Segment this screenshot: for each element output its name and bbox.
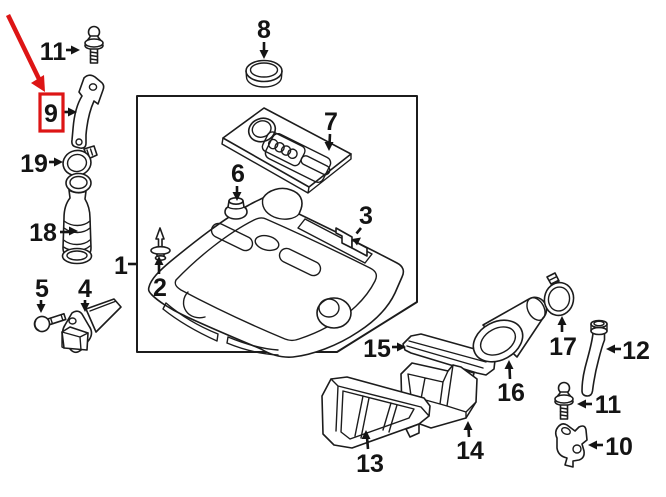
callout-17-arrow <box>557 316 567 332</box>
callout-18-arrow <box>60 226 78 236</box>
audi-rings-icon <box>267 138 298 160</box>
part-11-ball-stud-top <box>84 25 104 64</box>
part-7-trim-plate <box>221 107 352 194</box>
callout-3[interactable]: 3 <box>352 202 373 246</box>
callout-4-label[interactable]: 4 <box>78 275 92 303</box>
part-6-grommet <box>224 197 248 220</box>
callout-10[interactable]: 10 <box>588 433 633 461</box>
callout-15-label[interactable]: 15 <box>363 335 391 363</box>
callout-12-arrow <box>606 344 621 354</box>
callout-3-label[interactable]: 3 <box>359 202 373 230</box>
part-5-bolt <box>33 312 67 333</box>
callout-19-label[interactable]: 19 <box>20 150 48 178</box>
callout-13-label[interactable]: 13 <box>356 450 384 478</box>
part-12-breather-hose <box>581 319 608 397</box>
callout-11-bottom-label[interactable]: 11 <box>595 391 622 419</box>
callout-5-arrow <box>36 300 46 313</box>
callout-16-label[interactable]: 16 <box>497 379 525 407</box>
callout-15-arrow <box>392 342 406 352</box>
part-17-hose-clamp <box>543 272 575 317</box>
callout-1-label[interactable]: 1 <box>114 252 128 280</box>
callout-12[interactable]: 12 <box>606 337 650 365</box>
callout-4[interactable]: 4 <box>78 275 92 312</box>
callout-8-label[interactable]: 8 <box>257 16 271 44</box>
callout-11-bottom[interactable]: 11 <box>577 391 621 419</box>
part-8-cap <box>245 59 283 88</box>
callout-16-arrow <box>504 360 514 380</box>
callout-8-arrow <box>259 42 269 59</box>
callout-6[interactable]: 6 <box>231 160 245 201</box>
callout-8[interactable]: 8 <box>257 16 271 59</box>
callout-7[interactable]: 7 <box>324 108 338 151</box>
callout-3-arrow <box>352 227 363 246</box>
callout-16[interactable]: 16 <box>497 360 525 407</box>
part-2-push-pin <box>150 227 171 262</box>
part-18-intake-tube <box>61 172 93 265</box>
part-16-air-duct <box>472 296 548 363</box>
part-13-grille-duct <box>321 376 431 449</box>
part-4-bracket <box>61 298 122 354</box>
callout-17[interactable]: 17 <box>549 316 577 361</box>
callout-10-arrow <box>588 440 603 450</box>
part-10-bracket <box>554 423 588 468</box>
callout-13[interactable]: 13 <box>356 430 384 478</box>
callout-5[interactable]: 5 <box>35 275 49 313</box>
callout-13-arrow <box>361 430 371 450</box>
callout-9-label[interactable]: 9 <box>44 100 58 128</box>
part-1-group-box <box>136 95 418 353</box>
callout-2-arrow <box>154 256 164 274</box>
callout-17-label[interactable]: 17 <box>549 333 577 361</box>
callout-11-top-label[interactable]: 11 <box>40 38 67 66</box>
callout-19-arrow <box>49 157 63 167</box>
callout-19[interactable]: 19 <box>20 150 63 178</box>
callout-18[interactable]: 18 <box>29 219 78 247</box>
part-9-bracket <box>71 74 105 149</box>
callout-14[interactable]: 14 <box>456 421 484 465</box>
callout-11-top[interactable]: 11 <box>40 38 80 66</box>
callout-6-label[interactable]: 6 <box>231 160 245 188</box>
part-19-hose-clamp <box>62 145 98 177</box>
callout-2-label[interactable]: 2 <box>153 274 167 302</box>
callout-7-label[interactable]: 7 <box>324 108 338 136</box>
callout-1[interactable]: 1 <box>114 252 136 280</box>
callout-15[interactable]: 15 <box>363 335 406 363</box>
callout-7-arrow <box>324 133 334 151</box>
callout-18-label[interactable]: 18 <box>29 219 57 247</box>
callout-14-label[interactable]: 14 <box>456 437 484 465</box>
highlight-annotation <box>5 14 65 133</box>
callout-11-top-arrow <box>66 45 80 55</box>
callout-2[interactable]: 2 <box>153 256 167 302</box>
part-11-ball-stud-bottom <box>554 381 574 420</box>
callout-12-label[interactable]: 12 <box>622 337 650 365</box>
callout-6-arrow <box>232 186 242 201</box>
callout-10-label[interactable]: 10 <box>605 433 633 461</box>
callout-14-arrow <box>463 421 473 438</box>
part-1-engine-cover-drawing <box>147 187 405 358</box>
callout-4-arrow <box>80 300 90 312</box>
callout-9[interactable]: 9 <box>44 100 77 128</box>
callout-11-bottom-arrow <box>577 399 592 409</box>
callout-5-label[interactable]: 5 <box>35 275 49 303</box>
highlight-box <box>38 92 65 133</box>
callout-9-arrow <box>64 107 77 117</box>
